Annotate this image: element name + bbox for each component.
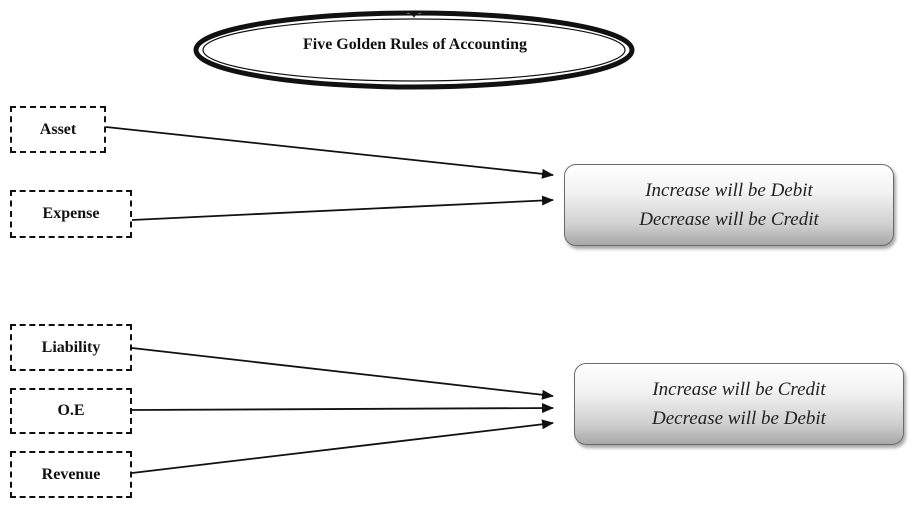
account-oe: O.E [10, 388, 132, 434]
account-asset: Asset [10, 106, 106, 153]
rule-decrease-text: Decrease will be Credit [639, 209, 819, 230]
rule-box-credit-normal: Increase will be Credit Decrease will be… [574, 363, 904, 445]
rule-box-debit-normal: Increase will be Debit Decrease will be … [564, 164, 894, 246]
account-revenue: Revenue [10, 451, 132, 498]
arrow-oe [131, 403, 554, 414]
arrow-expense [131, 195, 554, 221]
arrow-liability [131, 347, 554, 400]
title-ellipse [193, 10, 635, 90]
arrow-revenue [131, 419, 554, 474]
rule-increase-text: Increase will be Debit [645, 180, 813, 201]
account-expense: Expense [10, 190, 132, 238]
rule-decrease-text: Decrease will be Debit [652, 408, 826, 429]
diagram-title: Five Golden Rules of Accounting [302, 36, 527, 53]
account-liability: Liability [10, 324, 132, 371]
rule-increase-text: Increase will be Credit [652, 379, 826, 400]
arrow-asset [105, 126, 554, 179]
